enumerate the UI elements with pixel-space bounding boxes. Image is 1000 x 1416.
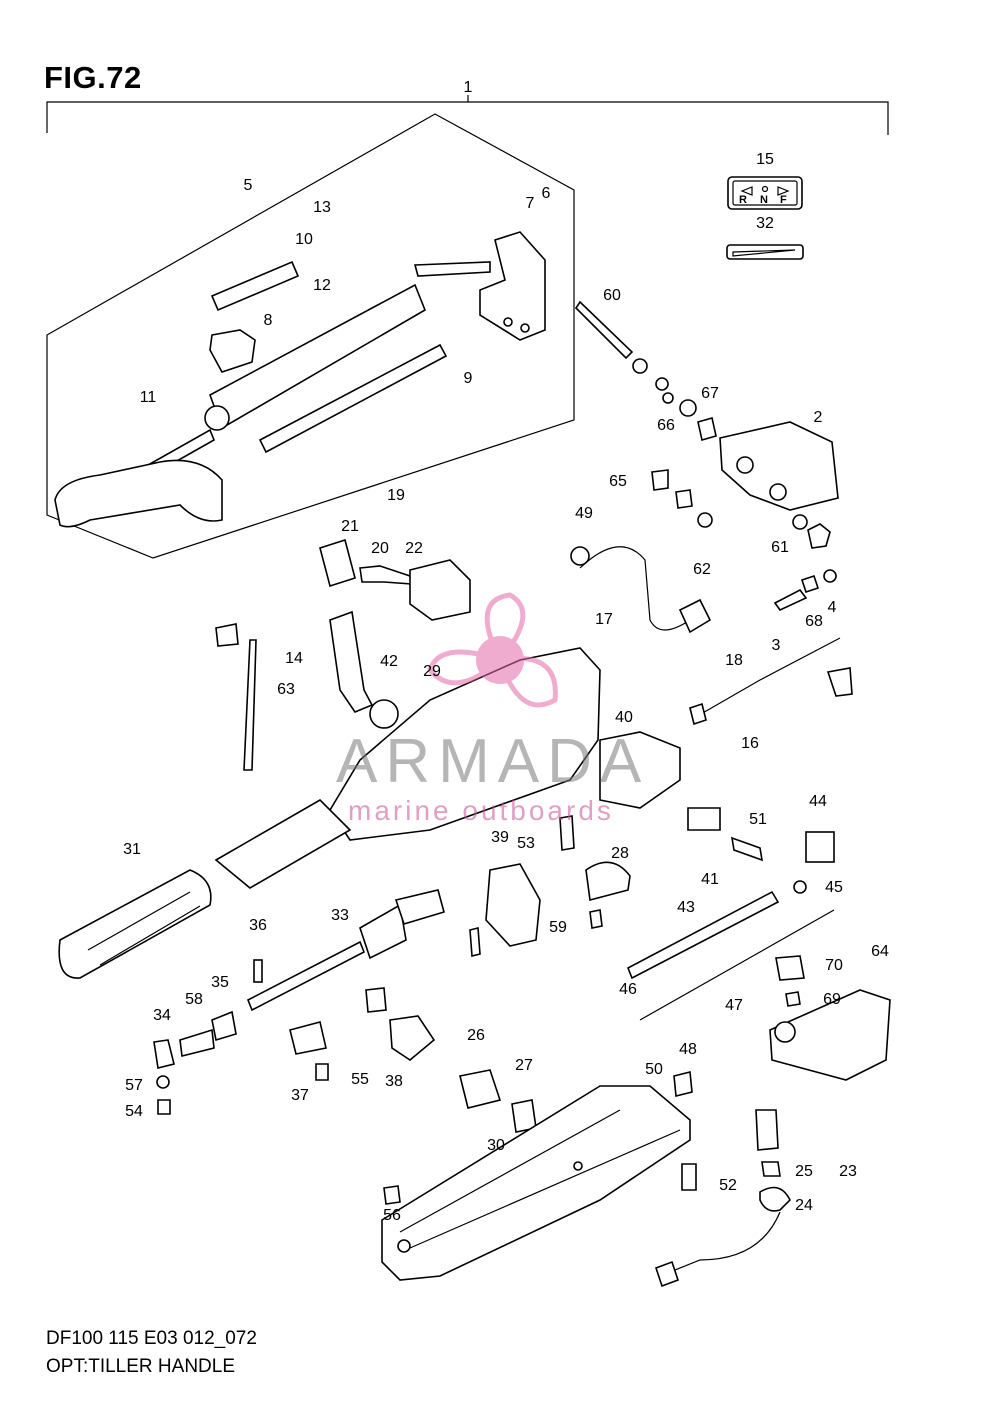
callout-27: 27 bbox=[515, 1057, 533, 1074]
tiller-bracket bbox=[574, 300, 839, 612]
callout-50: 50 bbox=[645, 1061, 663, 1078]
shift-letter-f: F bbox=[780, 194, 787, 206]
callout-34: 34 bbox=[153, 1007, 171, 1024]
callout-23: 23 bbox=[839, 1163, 857, 1180]
callout-3: 3 bbox=[772, 637, 781, 654]
callout-65: 65 bbox=[609, 473, 627, 490]
tie-rod-assembly bbox=[54, 231, 546, 528]
callout-57: 57 bbox=[125, 1077, 143, 1094]
callout-26: 26 bbox=[467, 1027, 485, 1044]
tiller-handle-body bbox=[58, 610, 601, 979]
callout-62: 62 bbox=[693, 561, 711, 578]
callout-48: 48 bbox=[679, 1041, 697, 1058]
callout-20: 20 bbox=[371, 540, 389, 557]
callout-47: 47 bbox=[725, 997, 743, 1014]
callout-25: 25 bbox=[795, 1163, 813, 1180]
callout-30: 30 bbox=[487, 1137, 505, 1154]
callout-68: 68 bbox=[805, 613, 823, 630]
callout-11: 11 bbox=[140, 389, 157, 406]
model-code: DF100 115 E03 012_072 bbox=[46, 1328, 257, 1349]
shift-label-plate: R N F bbox=[726, 176, 804, 260]
callout-43: 43 bbox=[677, 899, 695, 916]
callout-42: 42 bbox=[380, 653, 398, 670]
callout-29: 29 bbox=[423, 663, 441, 680]
handle-base-cover bbox=[381, 1085, 691, 1281]
callout-2: 2 bbox=[814, 409, 823, 426]
callout-38: 38 bbox=[385, 1073, 403, 1090]
callout-15: 15 bbox=[756, 151, 774, 168]
callout-24: 24 bbox=[795, 1197, 813, 1214]
callout-33: 33 bbox=[331, 907, 349, 924]
callout-36: 36 bbox=[249, 917, 267, 934]
callout-59: 59 bbox=[549, 919, 567, 936]
callout-9: 9 bbox=[464, 370, 473, 387]
callout-32: 32 bbox=[756, 215, 774, 232]
callout-22: 22 bbox=[405, 540, 423, 557]
assembly-bracket bbox=[46, 95, 889, 135]
shift-letter-r: R bbox=[739, 194, 747, 206]
callout-63: 63 bbox=[277, 681, 295, 698]
callout-58: 58 bbox=[185, 991, 203, 1008]
callout-53: 53 bbox=[517, 835, 535, 852]
callout-45: 45 bbox=[825, 879, 843, 896]
callout-1: 1 bbox=[464, 79, 473, 96]
callout-35: 35 bbox=[211, 974, 229, 991]
shift-letter-n: N bbox=[760, 194, 768, 206]
callout-61: 61 bbox=[771, 539, 789, 556]
callout-8: 8 bbox=[264, 312, 273, 329]
watermark-propeller bbox=[427, 592, 558, 708]
callout-49: 49 bbox=[575, 505, 593, 522]
callout-69: 69 bbox=[823, 991, 841, 1008]
callout-16: 16 bbox=[741, 735, 759, 752]
callout-28: 28 bbox=[611, 845, 629, 862]
callout-5: 5 bbox=[244, 177, 253, 194]
throttle-cable-assembly bbox=[469, 637, 891, 1081]
callout-4: 4 bbox=[828, 599, 837, 616]
callout-18: 18 bbox=[725, 652, 743, 669]
callout-39: 39 bbox=[491, 829, 509, 846]
callout-21: 21 bbox=[341, 518, 359, 535]
figure-title: FIG.72 bbox=[44, 60, 142, 95]
callout-46: 46 bbox=[619, 981, 637, 998]
callout-60: 60 bbox=[603, 287, 621, 304]
callout-64: 64 bbox=[871, 943, 889, 960]
callout-51: 51 bbox=[749, 811, 767, 828]
callout-17: 17 bbox=[595, 611, 613, 628]
callout-37: 37 bbox=[291, 1087, 309, 1104]
callout-56: 56 bbox=[383, 1207, 401, 1224]
callout-6: 6 bbox=[542, 185, 551, 202]
callout-55: 55 bbox=[351, 1071, 369, 1088]
callout-41: 41 bbox=[701, 871, 719, 888]
callout-67: 67 bbox=[701, 385, 719, 402]
callout-19: 19 bbox=[387, 487, 405, 504]
callout-31: 31 bbox=[123, 841, 141, 858]
callout-52: 52 bbox=[719, 1177, 737, 1194]
callout-10: 10 bbox=[295, 231, 313, 248]
lower-hardware bbox=[153, 889, 791, 1288]
watermark-subtitle: marine outboards bbox=[348, 795, 614, 826]
callout-54: 54 bbox=[125, 1103, 143, 1120]
callout-40: 40 bbox=[615, 709, 633, 726]
callout-70: 70 bbox=[825, 957, 843, 974]
figure-caption: OPT:TILLER HANDLE bbox=[46, 1356, 235, 1377]
callout-14: 14 bbox=[285, 650, 303, 667]
callout-66: 66 bbox=[657, 417, 675, 434]
inset-box bbox=[46, 113, 575, 559]
watermark-name: ARMADA bbox=[336, 727, 650, 796]
callout-44: 44 bbox=[809, 793, 827, 810]
callout-13: 13 bbox=[313, 199, 331, 216]
stop-switch-assembly bbox=[319, 538, 712, 634]
callout-12: 12 bbox=[313, 277, 331, 294]
callout-7: 7 bbox=[526, 195, 535, 212]
